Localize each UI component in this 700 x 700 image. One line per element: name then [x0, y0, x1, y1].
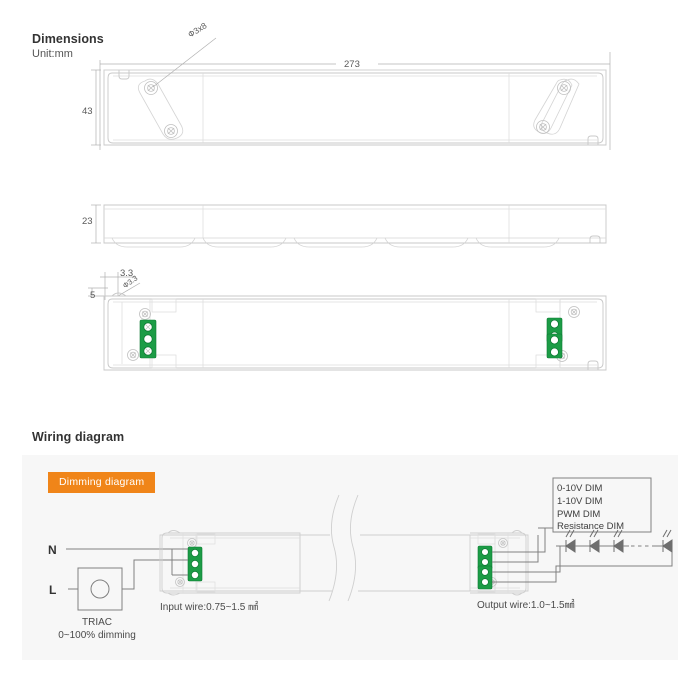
- triac-range-label: 0~100% dimming: [58, 630, 136, 641]
- wiring-heading: Wiring diagram: [32, 430, 125, 444]
- dim-slot-width-label: 3.3: [120, 268, 134, 279]
- screw-left-driver-bottom: [175, 577, 185, 587]
- terminal-label-n: N: [48, 543, 57, 557]
- mounting-bracket-left: [137, 78, 184, 140]
- side-view-group: [91, 204, 607, 248]
- triac-dimmer: [77, 567, 123, 611]
- dim-length-label: 273: [344, 59, 360, 70]
- screw-right-driver-top: [498, 538, 508, 548]
- terminal-block-output-bottom-view-b: [546, 333, 563, 359]
- input-wire-label: Input wire:0.75~1.5 ㎟: [160, 602, 259, 613]
- dimensions-drawing: .ln{fill:none;stroke:#c8c8c8;stroke-widt…: [88, 37, 611, 371]
- bottom-view-group: [88, 272, 607, 371]
- terminal-block-input-bottom-view: [139, 319, 157, 359]
- dim-options-box: [552, 477, 652, 533]
- dim-option-resistance: Resistance DIM: [557, 521, 625, 532]
- terminal-block-led-output: [477, 565, 493, 590]
- led-chain: [492, 529, 673, 583]
- mounting-bracket-right: [533, 78, 580, 135]
- screw-right-top: [568, 306, 580, 318]
- unit-label: Unit:mm: [32, 48, 73, 60]
- dimming-diagram-badge: Dimming diagram: [48, 472, 156, 493]
- dim-width-label: 43: [82, 106, 93, 117]
- dim-option-pwm: PWM DIM: [557, 509, 601, 520]
- driver-right: [469, 530, 529, 596]
- triac-label: TRIAC: [82, 617, 112, 628]
- terminal-block-dim-output: [477, 545, 493, 570]
- driver-left: [159, 530, 301, 596]
- terminal-block-input: [187, 546, 203, 582]
- output-wire-label: Output wire:1.0~1.5㎟: [477, 600, 575, 611]
- dim-option-0-10v: 0-10V DIM: [557, 483, 603, 494]
- screw-left-bottom: [127, 349, 139, 361]
- dim-slot-offset-label: 5: [90, 290, 96, 301]
- screw-left-top: [139, 308, 151, 320]
- dim-height-label: 23: [82, 216, 93, 227]
- dim-option-1-10v: 1-10V DIM: [557, 496, 603, 507]
- dimensions-heading: Dimensions: [32, 32, 104, 46]
- top-view-group: [91, 37, 611, 150]
- break-symbol: [300, 494, 470, 602]
- terminal-label-l: L: [49, 583, 57, 597]
- screw-left-driver-top: [187, 538, 197, 548]
